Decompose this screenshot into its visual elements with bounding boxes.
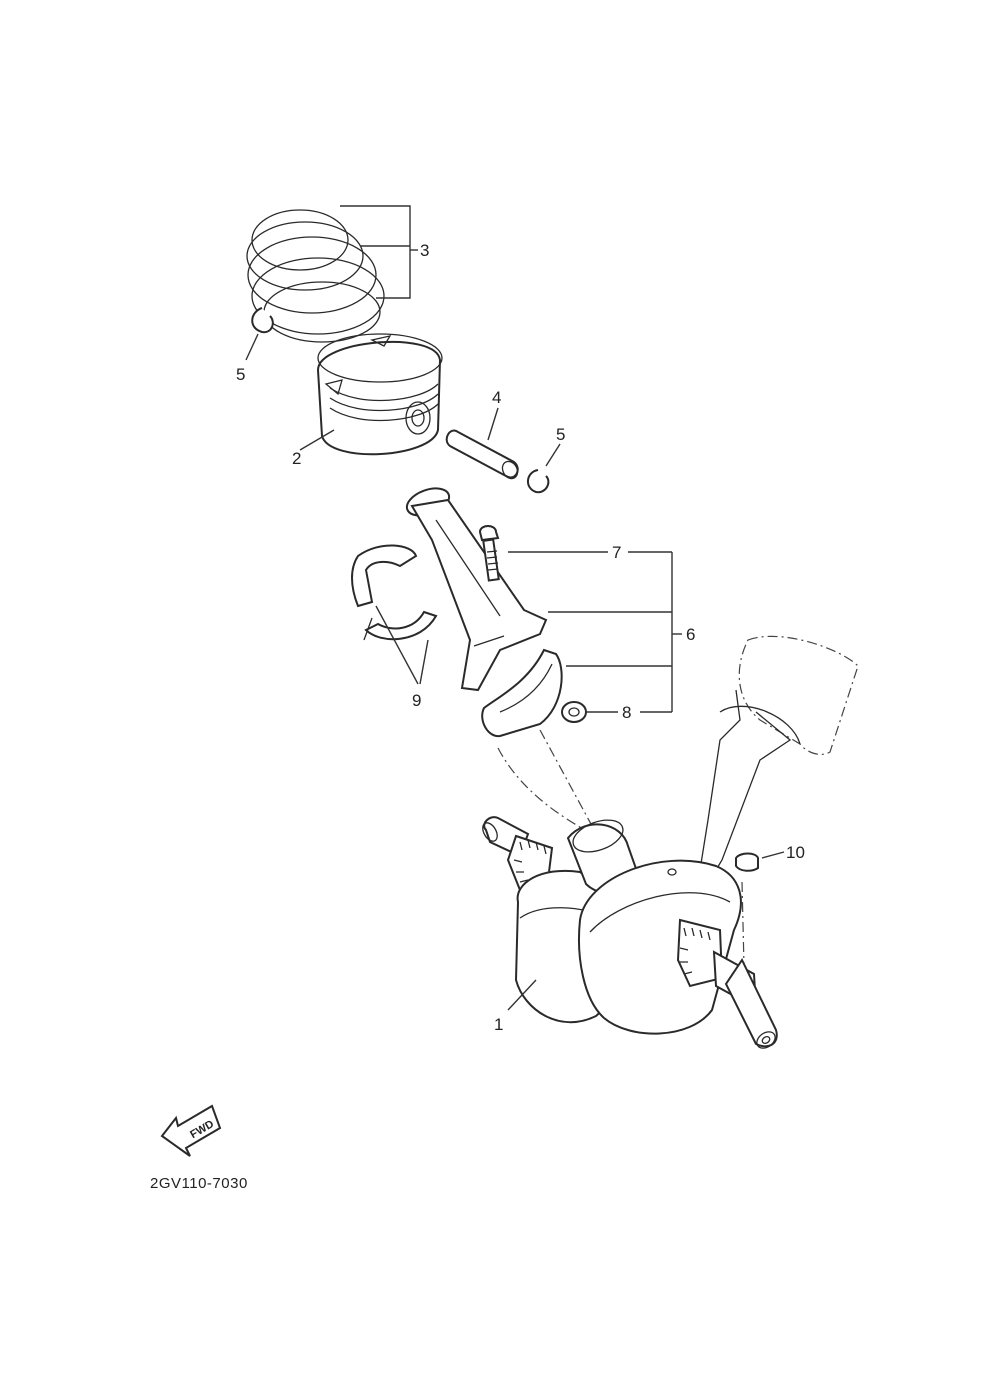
bearing-upper — [351, 544, 418, 608]
assembly-line-cap — [539, 729, 605, 849]
callout-6-bracket — [508, 551, 682, 713]
rod-bolt — [478, 525, 500, 582]
callout-9: 9 — [412, 691, 421, 710]
circlip-left — [251, 307, 274, 334]
callout-9-leader — [375, 605, 429, 685]
connecting-rod — [405, 487, 548, 692]
fwd-arrow-icon: FWD — [160, 1104, 222, 1157]
piston — [316, 333, 443, 456]
piston-pin — [445, 429, 519, 480]
circlip-right — [527, 469, 550, 494]
assembly-phantom-outline — [689, 635, 859, 881]
callout-1-leader — [507, 979, 537, 1011]
callout-4: 4 — [492, 388, 501, 407]
callout-5a: 5 — [236, 365, 245, 384]
callout-5b-leader — [545, 443, 561, 467]
woodruff-key — [735, 852, 759, 872]
callout-2-leader — [299, 429, 335, 451]
callout-4-leader — [487, 407, 499, 441]
assembly-line-key — [741, 881, 745, 967]
callout-1: 1 — [494, 1015, 503, 1034]
callout-8: 8 — [622, 703, 631, 722]
rod-nut — [561, 701, 587, 723]
crankshaft — [482, 816, 778, 1049]
callout-5a-leader — [245, 333, 259, 361]
callout-2: 2 — [292, 449, 301, 468]
bearing-lower — [363, 610, 438, 641]
callout-3-leader — [340, 205, 418, 299]
callout-3: 3 — [420, 241, 429, 260]
callout-10: 10 — [786, 843, 805, 862]
rod-cap — [481, 648, 563, 738]
callout-6: 6 — [686, 625, 695, 644]
callout-10-leader — [761, 851, 785, 859]
diagram-code: 2GV110-7030 — [150, 1175, 248, 1192]
callout-7: 7 — [612, 543, 621, 562]
callout-5b: 5 — [556, 425, 565, 444]
